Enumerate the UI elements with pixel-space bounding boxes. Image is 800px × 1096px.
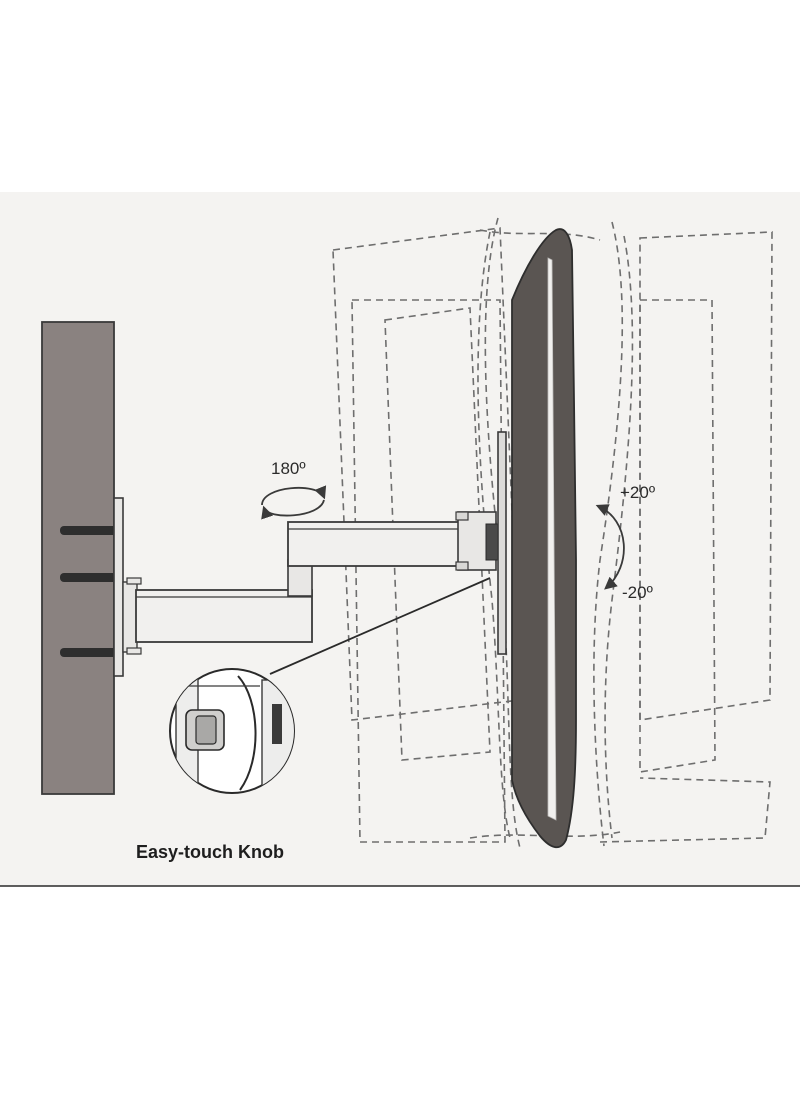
wall — [41, 321, 115, 795]
tv-panel-bezel-highlight — [547, 257, 557, 821]
magnifier-arm-curve — [237, 675, 257, 791]
rotate-180-arrow-icon — [261, 485, 327, 520]
wall-plate-hinge — [122, 581, 138, 653]
tilt-head-cap-bottom — [455, 561, 469, 571]
tilt-head — [455, 511, 501, 571]
tilt-arc-arrow-icon — [595, 504, 625, 590]
ghost-panel-left-edge-2 — [477, 231, 511, 839]
wall-bolts — [60, 526, 118, 657]
ghost-tv-left-lower — [351, 299, 506, 843]
ghost-tv-right-lower — [599, 777, 771, 843]
upper-arm — [287, 521, 463, 567]
tilt-down-label: -20º — [622, 583, 653, 602]
tilt-head-cap-top — [455, 511, 469, 521]
tv-panel — [511, 228, 577, 849]
ghost-panel-right-edge-2 — [604, 235, 634, 839]
tv-panel-body — [511, 228, 577, 849]
bolt-top — [60, 526, 118, 535]
hinge-cap-bottom — [126, 647, 142, 655]
vesa-plate — [497, 431, 507, 655]
bolt-bottom — [60, 648, 118, 657]
bolt-middle — [60, 573, 118, 582]
knob-caption: Easy-touch Knob — [136, 842, 284, 862]
magnifier-knob-grip — [195, 715, 217, 745]
tilt-up-label: +20º — [620, 483, 655, 502]
ghost-tv-right-inner — [639, 299, 716, 773]
lower-arm-body — [135, 589, 313, 643]
callout-leader — [269, 577, 491, 675]
swivel-arrow-bottom — [261, 499, 325, 520]
swivel-arrow-top — [261, 485, 327, 506]
lower-arm — [135, 589, 313, 643]
swivel-angle-label: 180º — [271, 459, 306, 478]
hinge-cap-top — [126, 577, 142, 585]
magnifier-slot — [272, 704, 282, 744]
ghost-tv-left-inner — [384, 307, 491, 761]
wall-plate-body — [113, 497, 124, 677]
ghost-panel-top-cross — [479, 229, 601, 241]
tilt-arrow-arc — [595, 504, 625, 590]
